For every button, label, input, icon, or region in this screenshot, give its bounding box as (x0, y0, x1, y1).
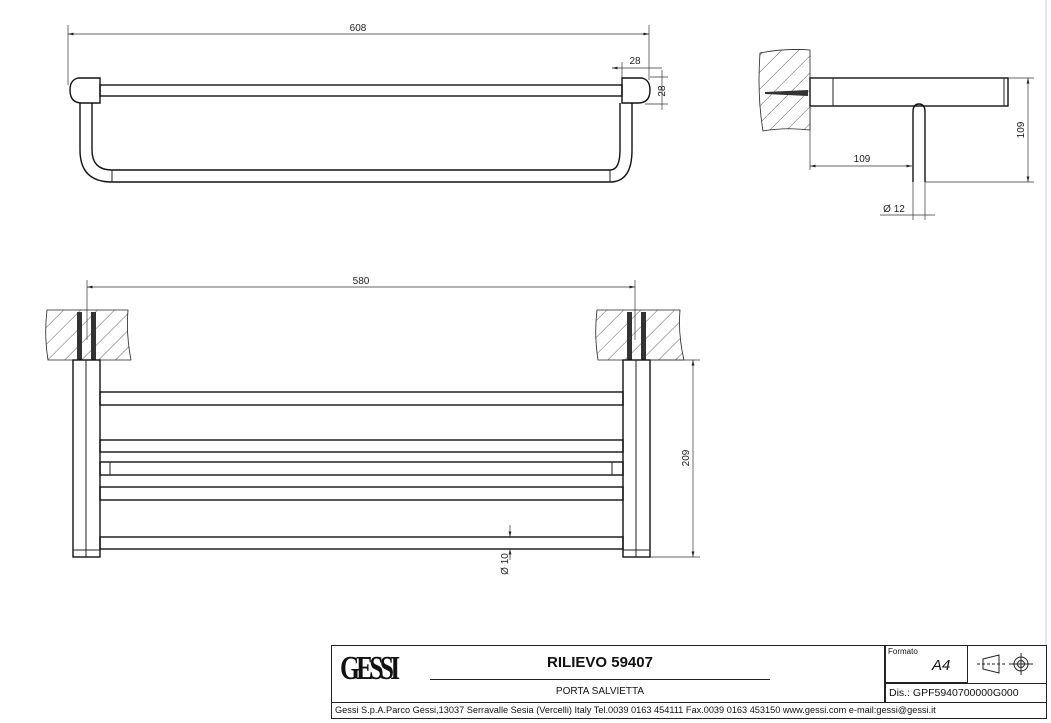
side-view: 109 109 Ø 12 (758, 49, 1034, 220)
drawing-subtitle: PORTA SALVIETTA (555, 686, 645, 697)
dim-d12-label: Ø 12 (883, 204, 905, 215)
gessi-logo: GESSI (340, 650, 400, 687)
left-end-cap (69, 77, 101, 104)
dim-209-label: 209 (681, 449, 692, 466)
front-view: 580 209 Ø 10 (45, 276, 700, 575)
drawing-number: Dis.: GPF5940700000G000 (889, 687, 1019, 699)
drawing-title: RILIEVO 59407 (547, 654, 653, 671)
wall-section-left (45, 309, 132, 361)
format-value: A4 (932, 657, 951, 674)
dim-109-height-label: 109 (1016, 121, 1027, 138)
dim-28-width-label: 28 (629, 56, 641, 67)
company-footer: Gessi S.p.A.Parco Gessi,13037 Serravalle… (335, 705, 936, 715)
arm (809, 77, 1009, 107)
dim-d10-label: Ø 10 (500, 553, 511, 575)
wall-section-right (595, 309, 685, 361)
dim-580-label: 580 (353, 276, 370, 287)
format-label: Formato (888, 647, 918, 656)
dim-28-height-label: 28 (657, 85, 668, 97)
title-divider (430, 679, 770, 680)
right-end-cap (621, 77, 651, 104)
top-view: 608 28 28 (67, 23, 668, 183)
wall-section (758, 49, 811, 132)
dim-109-projection-label: 109 (854, 154, 871, 165)
dim-608-label: 608 (350, 23, 367, 34)
wall-plug (765, 90, 808, 96)
top-bar (99, 84, 623, 97)
towel-rail-outer (79, 103, 633, 183)
rod (912, 103, 926, 182)
shelf-bars (99, 391, 624, 550)
projection-symbol-icon (977, 653, 1033, 675)
